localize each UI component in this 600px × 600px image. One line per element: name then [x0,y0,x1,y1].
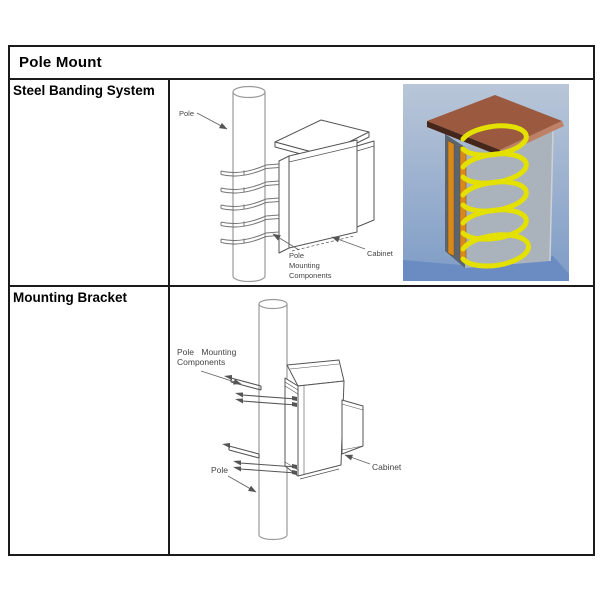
components-label-line1: Pole Mounting [177,347,237,357]
components-leader-line [272,233,300,251]
diagram-annotations: Pole Pole Mounting Components Cabinet [179,109,394,280]
render-cabinet-edge-highlight [549,128,554,262]
bracket-lower [222,443,297,475]
mounting-bracket-content-cell: Pole Mounting Components Pole Cabinet [170,287,593,554]
table-header-row: Pole Mount [10,47,593,80]
components-label-line2: Mounting [289,261,320,270]
components-label-line2: Components [177,357,225,367]
pole-leader-line [196,112,228,130]
bracket-upper [224,375,297,407]
page-title: Pole Mount [19,54,102,71]
mounting-bracket-line-drawing: Pole Mounting Components Pole Cabinet [177,298,402,541]
cabinet-label: Cabinet [367,249,394,258]
table-row-steel-banding: Steel Banding System [10,80,593,287]
pole-label: Pole [211,465,228,475]
components-label-line3: Components [289,271,332,280]
cabinet-shape [284,359,364,480]
pole-mount-table: Pole Mount Steel Banding System [8,45,595,556]
components-label-line1: Pole [289,251,304,260]
row-label-steel-banding: Steel Banding System [13,83,155,98]
steel-banding-3d-render [403,84,569,281]
cabinet-label: Cabinet [372,462,402,472]
steel-banding-line-drawing: Pole Pole Mounting Components Cabinet [179,85,394,283]
render-yellow-bands [460,123,532,269]
cabinet-leader-line [344,454,371,465]
table-row-mounting-bracket: Mounting Bracket [10,287,593,554]
row-label-mounting-bracket: Mounting Bracket [13,290,128,305]
render-rail-left [447,140,455,257]
cabinet-shape [274,119,375,254]
steel-bands [220,163,280,245]
render-cabinet-right-face [465,129,553,268]
diagram-annotations: Pole Mounting Components Pole Cabinet [177,347,402,493]
pole-label: Pole [179,109,194,118]
pole-shape [232,85,266,283]
row-label-cell: Steel Banding System [10,80,170,285]
steel-banding-content-cell: Pole Pole Mounting Components Cabinet [170,80,593,285]
cabinet-leader-line [331,236,366,250]
row-label-cell: Mounting Bracket [10,287,170,554]
components-leader-line [200,370,242,385]
pole-leader-line [227,475,257,493]
pole-shape [258,298,288,541]
